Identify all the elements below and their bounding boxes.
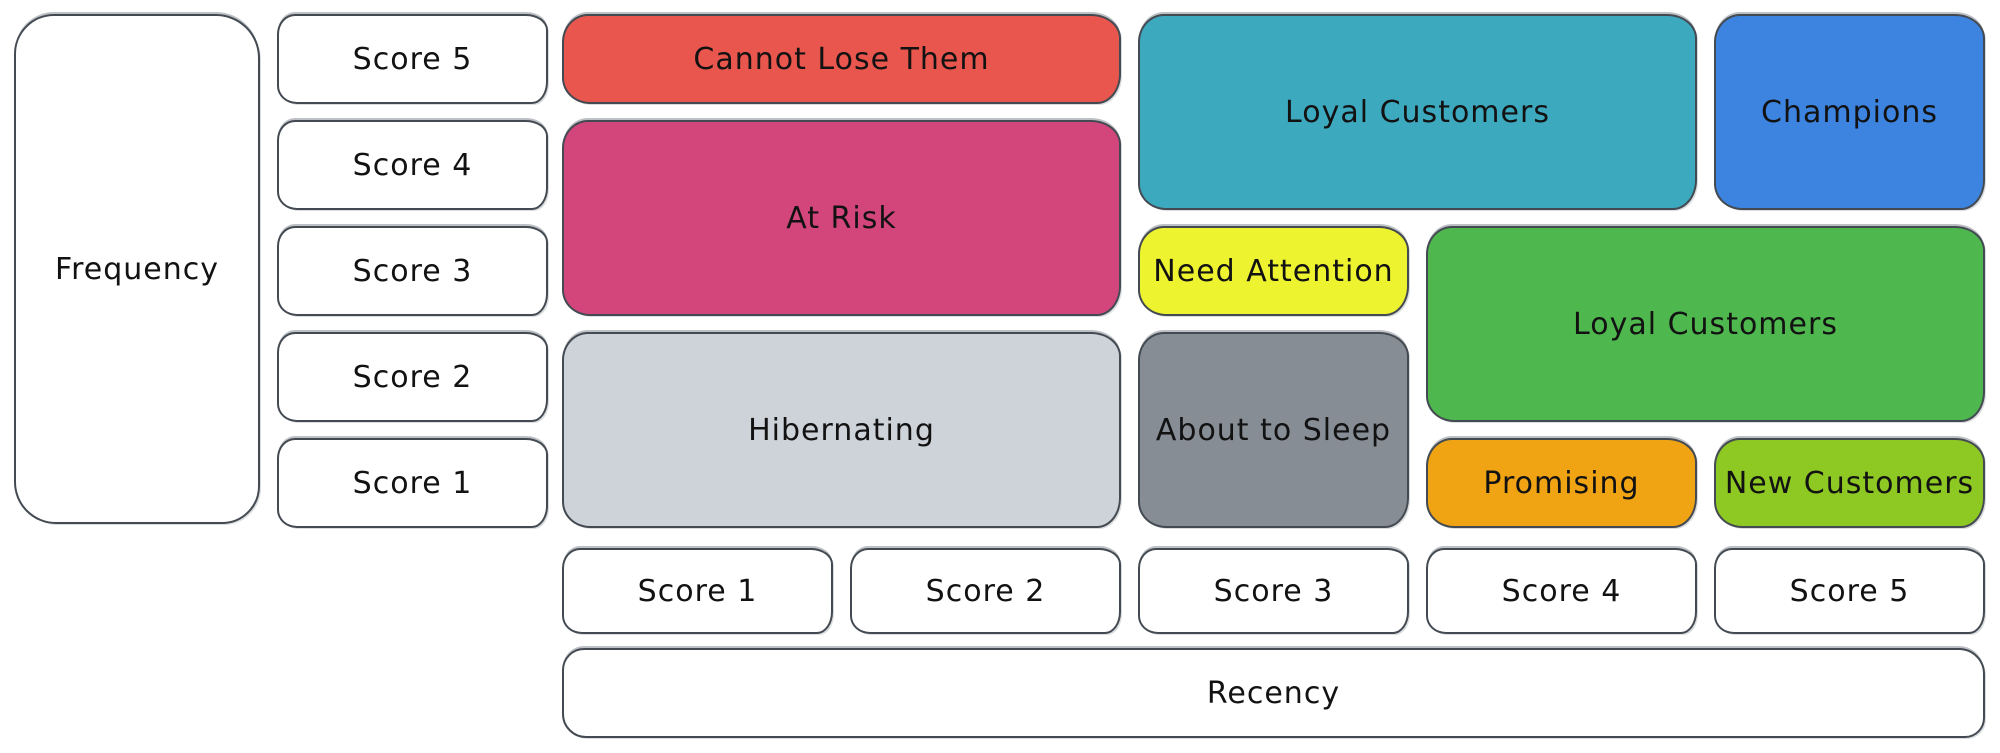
segment-hibernating: Hibernating bbox=[562, 332, 1121, 528]
frequency-score-2-box: Score 2 bbox=[277, 332, 548, 422]
frequency-score-1-box: Score 1 bbox=[277, 438, 548, 528]
recency-score-1-box: Score 1 bbox=[562, 548, 833, 634]
segment-promising: Promising bbox=[1426, 438, 1697, 528]
recency-score-4-box: Score 4 bbox=[1426, 548, 1697, 634]
frequency-score-5-box: Score 5 bbox=[277, 14, 548, 104]
frequency-score-3-box: Score 3 bbox=[277, 226, 548, 316]
frequency-score-4-box: Score 4 bbox=[277, 120, 548, 210]
segment-need-attention: Need Attention bbox=[1138, 226, 1409, 316]
recency-score-2-box: Score 2 bbox=[850, 548, 1121, 634]
segment-new-customers: New Customers bbox=[1714, 438, 1985, 528]
segment-at-risk: At Risk bbox=[562, 120, 1121, 316]
frequency-axis-label-box: Frequency bbox=[14, 14, 260, 524]
segment-loyal-customers-green: Loyal Customers bbox=[1426, 226, 1985, 422]
segment-loyal-customers-teal: Loyal Customers bbox=[1138, 14, 1697, 210]
recency-score-3-box: Score 3 bbox=[1138, 548, 1409, 634]
segment-about-to-sleep: About to Sleep bbox=[1138, 332, 1409, 528]
segment-cannot-lose-them: Cannot Lose Them bbox=[562, 14, 1121, 104]
segment-champions: Champions bbox=[1714, 14, 1985, 210]
recency-score-5-box: Score 5 bbox=[1714, 548, 1985, 634]
recency-axis-label-box: Recency bbox=[562, 648, 1985, 738]
